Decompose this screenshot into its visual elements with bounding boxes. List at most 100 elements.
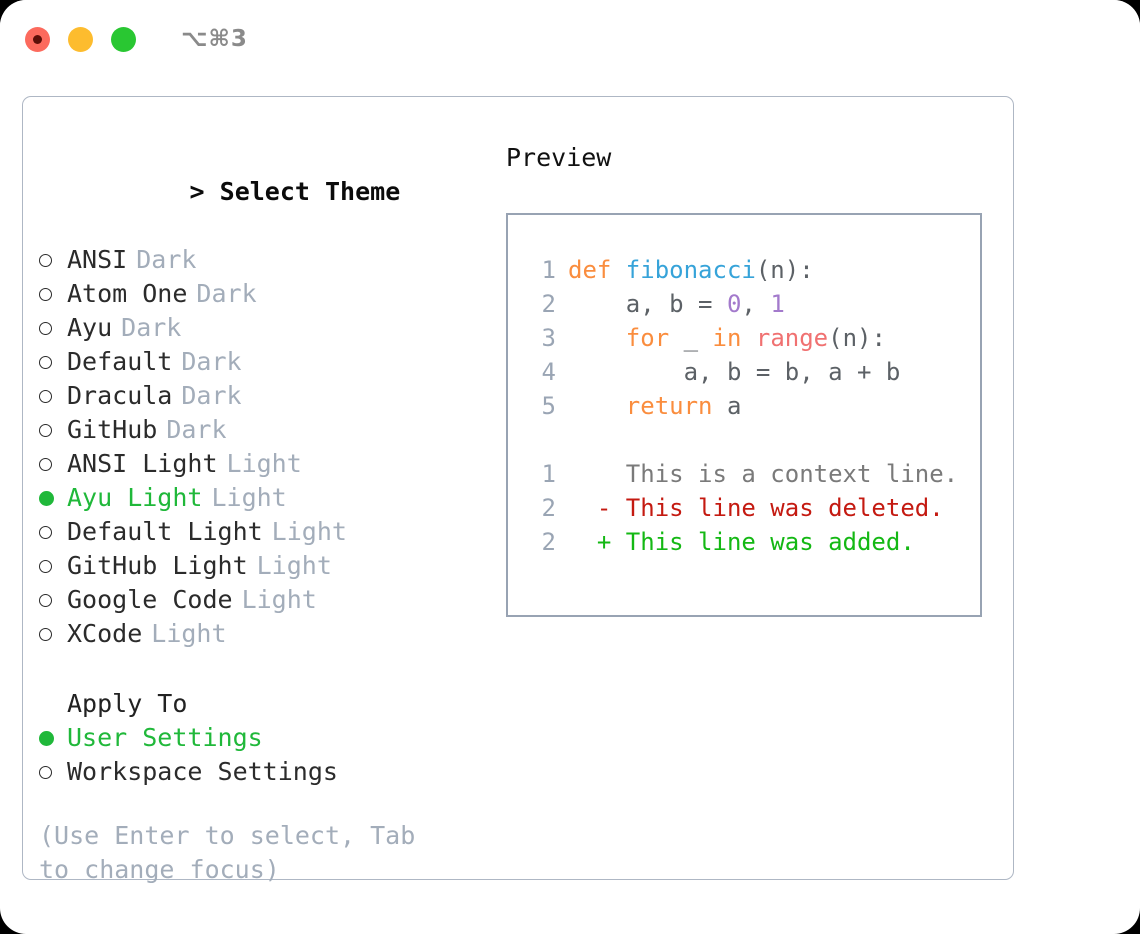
theme-option-label: GitHub [67, 415, 158, 444]
apply-to-option-label: User Settings [67, 723, 263, 752]
apply-to-option-1[interactable]: Workspace Settings [39, 755, 504, 789]
traffic-light-buttons [25, 26, 136, 52]
radio-unselected-icon [39, 413, 67, 447]
maximize-button[interactable] [111, 26, 136, 52]
token-plain: a [712, 392, 742, 420]
token-plain: (n): [755, 256, 814, 284]
bullet-shape [39, 253, 52, 267]
theme-option-tag: Light [271, 517, 347, 546]
code-text: for _ in range(n): [568, 321, 886, 355]
token-num: 0 [726, 290, 742, 318]
prompt-marker: > [189, 177, 205, 206]
radio-unselected-icon [39, 277, 67, 311]
preview-heading: Preview [506, 143, 612, 172]
diff-line-number: 1 [541, 460, 556, 488]
radio-unselected-icon [39, 549, 67, 583]
diff-line-number: 2 [541, 528, 556, 556]
bullet-shape [39, 627, 52, 641]
token-kw: in [712, 324, 742, 352]
token-plain: _ [669, 324, 713, 352]
bullet-shape [39, 490, 54, 506]
radio-unselected-icon [39, 447, 67, 481]
line-number: 5 [541, 392, 556, 420]
token-plain: a, b = b, a + b [568, 358, 901, 386]
token-plain: (n): [828, 324, 886, 352]
code-line: 4 a, b = b, a + b [522, 355, 980, 389]
theme-option-tag: Dark [166, 415, 227, 444]
theme-option-1[interactable]: Atom One Dark [39, 277, 504, 311]
theme-option-label: Atom One [67, 279, 188, 308]
bullet-shape [39, 730, 54, 746]
bullet-shape [39, 457, 52, 471]
title-bar: ⌥⌘3 [0, 0, 1140, 78]
theme-option-tag: Dark [181, 381, 242, 410]
theme-option-label: ANSI [67, 245, 128, 274]
bullet-shape [39, 423, 52, 437]
theme-option-tag: Dark [196, 279, 257, 308]
theme-option-5[interactable]: GitHub Dark [39, 413, 504, 447]
diff-line: 2 - This line was deleted. [522, 491, 980, 525]
code-text: return a [568, 389, 742, 423]
minimize-button[interactable] [68, 26, 93, 52]
radio-unselected-icon [39, 379, 67, 413]
diff-text-deleted: - This line was deleted. [568, 494, 944, 522]
theme-option-tag: Dark [121, 313, 182, 342]
theme-option-label: Ayu Light [67, 483, 203, 512]
token-kw: def [568, 256, 626, 284]
theme-option-label: XCode [67, 619, 143, 648]
code-line: 3 for _ in range(n): [522, 321, 980, 355]
radio-unselected-icon [39, 583, 67, 617]
radio-unselected-icon [39, 617, 67, 651]
close-button[interactable] [25, 26, 50, 52]
diff-sample: 1 This is a context line. 2 - This line w… [522, 457, 980, 559]
theme-option-tag: Dark [136, 245, 197, 274]
select-theme-heading: > Select Theme [39, 141, 504, 243]
token-fn: fibonacci [625, 256, 756, 284]
code-line: 5 return a [522, 389, 980, 423]
theme-option-label: Google Code [67, 585, 233, 614]
apply-to-option-label: Workspace Settings [67, 757, 338, 786]
diff-text-context: This is a context line. [568, 460, 959, 488]
token-plain: a, b = [568, 290, 727, 318]
line-number: 3 [541, 324, 556, 352]
bullet-shape [39, 389, 52, 403]
bullet-shape [39, 765, 52, 779]
apply-to-heading: Apply To [67, 689, 188, 718]
keyboard-shortcut-label: ⌥⌘3 [181, 26, 248, 52]
theme-option-label: GitHub Light [67, 551, 248, 580]
theme-option-label: Default [67, 347, 173, 376]
diff-line: 2 + This line was added. [522, 525, 980, 559]
token-call: range [755, 324, 829, 352]
recording-indicator-icon [33, 34, 42, 44]
diff-line-number: 2 [541, 494, 556, 522]
diff-text-added: + This line was added. [568, 528, 915, 556]
apply-to-option-0[interactable]: User Settings [39, 721, 504, 755]
bullet-shape [39, 321, 52, 335]
hint-spacer [39, 789, 504, 819]
select-theme-label: Select Theme [219, 177, 401, 206]
radio-selected-icon [39, 721, 67, 755]
theme-option-10[interactable]: Google Code Light [39, 583, 504, 617]
theme-option-0[interactable]: ANSI Dark [39, 243, 504, 277]
theme-option-tag: Light [241, 585, 317, 614]
keyboard-hint-text: (Use Enter to select, Tab to change focu… [39, 821, 416, 884]
token-plain [568, 392, 626, 420]
code-text: def fibonacci(n): [568, 253, 814, 287]
code-line: 2 a, b = 0, 1 [522, 287, 980, 321]
